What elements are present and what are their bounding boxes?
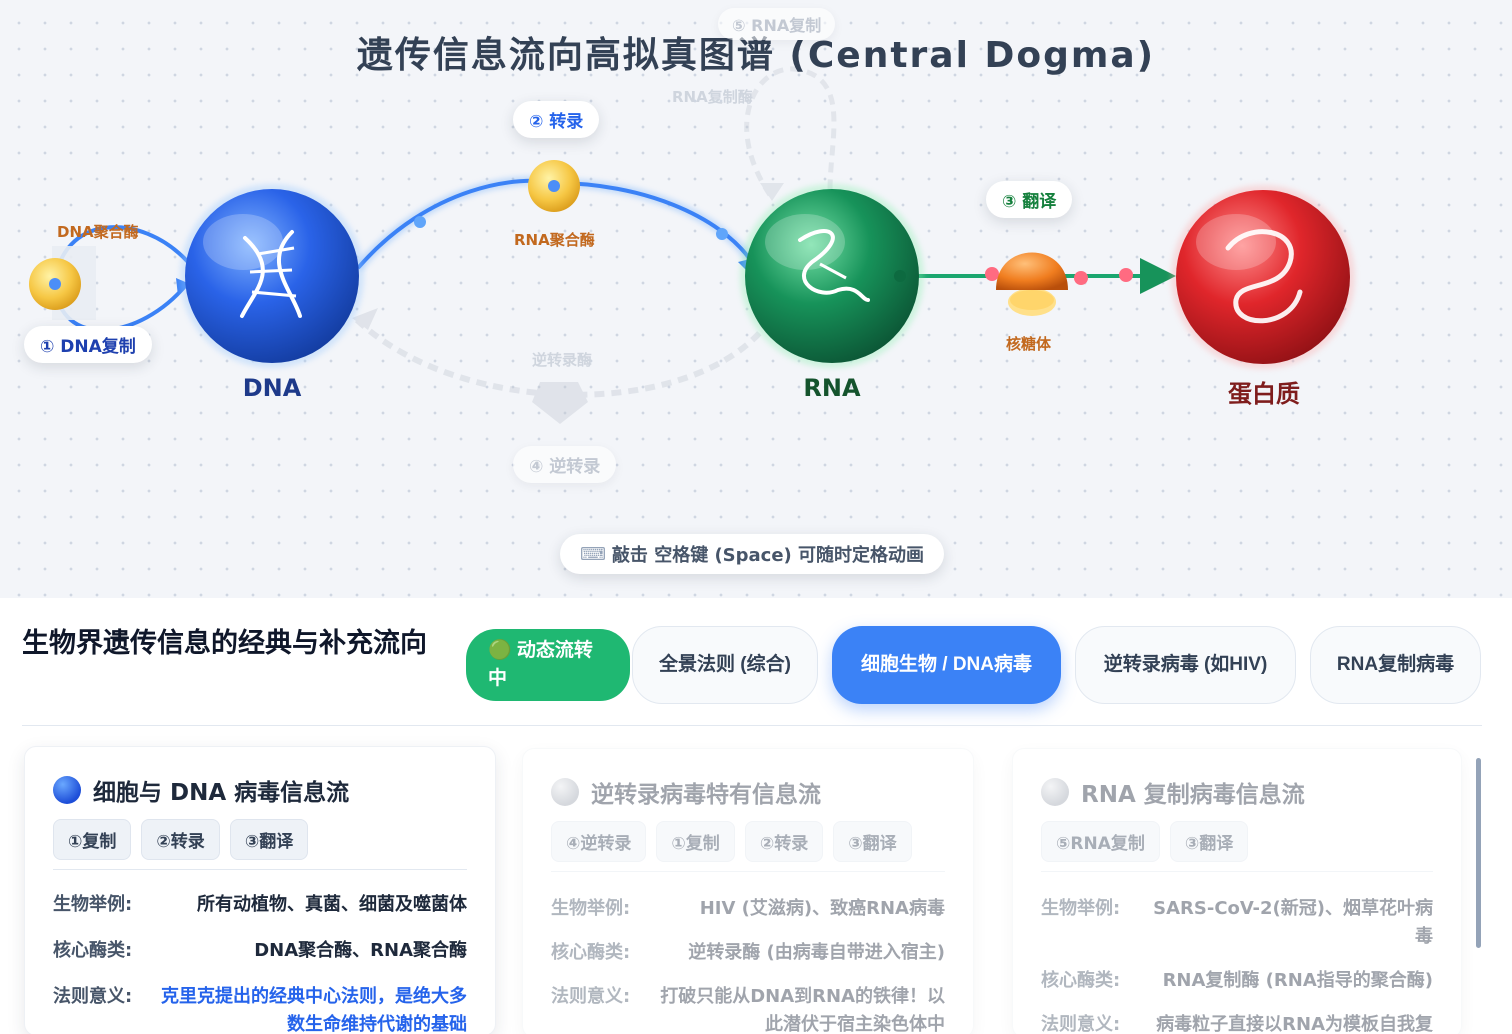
central-dogma-diagram <box>29 66 1355 424</box>
blue-dot-icon <box>53 776 81 804</box>
keyboard-icon: ⌨ <box>579 543 606 565</box>
chip-replication: ①复制 <box>656 821 735 862</box>
card-cell-dna-virus: 细胞与 DNA 病毒信息流 ①复制 ②转录 ③翻译 生物举例: 所有动植物、真菌… <box>24 746 496 1034</box>
tab-animation-status[interactable]: 🟢 动态流转中 <box>466 629 630 701</box>
section-divider <box>22 725 1482 726</box>
row-meaning: 法则意义: 病毒粒子直接以RNA为模板自我复制 <box>1041 1014 1433 1034</box>
card-title: 逆转录病毒特有信息流 <box>551 775 821 809</box>
chip-reverse-transcription: ④逆转录 <box>551 821 647 862</box>
card-divider <box>551 871 945 872</box>
rna-node-icon <box>740 184 924 368</box>
rna-replication-path <box>744 66 837 201</box>
chip-translation: ③翻译 <box>229 819 309 860</box>
rna-replicase-label: RNA复制酶 <box>672 88 753 106</box>
protein-node-icon <box>1171 185 1355 369</box>
reverse-transcription-label[interactable]: ④ 逆转录 <box>513 446 617 483</box>
chip-rna-replication: ⑤RNA复制 <box>1041 821 1160 862</box>
reverse-transcription-path <box>352 308 773 424</box>
chip-translation: ③翻译 <box>1169 821 1249 862</box>
dna-replication-label[interactable]: ① DNA复制 <box>24 326 152 363</box>
row-example: 生物举例: SARS-CoV-2(新冠)、烟草花叶病毒 <box>1041 898 1433 947</box>
row-enzyme: 核心酶类: RNA复制酶 (RNA指导的聚合酶) <box>1041 970 1433 991</box>
translation-path <box>918 252 1176 316</box>
row-enzyme: 核心酶类: DNA聚合酶、RNA聚合酶 <box>53 940 467 961</box>
chip-replication: ①复制 <box>53 819 132 860</box>
transcription-label[interactable]: ② 转录 <box>513 101 600 138</box>
protein-node-label: 蛋白质 <box>1228 380 1300 408</box>
space-key-hint: ⌨ 敲击 空格键 (Space) 可随时定格动画 <box>560 534 944 574</box>
card-divider <box>53 869 467 870</box>
process-chips: ⑤RNA复制 ③翻译 <box>1041 821 1249 862</box>
gray-dot-icon <box>551 778 579 806</box>
reverse-transcriptase-label: 逆转录酶 <box>532 351 593 369</box>
process-chips: ①复制 ②转录 ③翻译 <box>53 819 309 860</box>
transcription-path <box>354 160 756 272</box>
page-title: 遗传信息流向高拟真图谱 (Central Dogma) <box>356 35 1156 76</box>
diagram-stage: 遗传信息流向高拟真图谱 (Central Dogma) ⑤ RNA复制 RNA复… <box>0 0 1512 598</box>
card-title: 细胞与 DNA 病毒信息流 <box>53 773 349 807</box>
row-meaning: 法则意义: 克里克提出的经典中心法则，是绝大多数生命维持代谢的基础 <box>53 986 467 1034</box>
dna-node-label: DNA <box>242 374 302 402</box>
section-title: 生物界遗传信息的经典与补充流向 <box>22 628 427 659</box>
chip-translation: ③翻译 <box>833 821 912 862</box>
row-meaning: 法则意义: 打破只能从DNA到RNA的铁律！以此潜伏于宿主染色体中 <box>551 986 945 1034</box>
cards-scrollbar[interactable] <box>1476 758 1481 948</box>
chip-transcription: ②转录 <box>744 821 824 862</box>
info-panel: 生物界遗传信息的经典与补充流向 🟢 动态流转中 全景法则 (综合) 细胞生物 /… <box>0 598 1512 1034</box>
translation-label[interactable]: ③ 翻译 <box>986 181 1073 218</box>
tab-cell-dna-virus[interactable]: 细胞生物 / DNA病毒 <box>832 626 1061 704</box>
row-example: 生物举例: HIV (艾滋病)、致癌RNA病毒 <box>551 898 945 919</box>
row-enzyme: 核心酶类: 逆转录酶 (由病毒自带进入宿主) <box>551 942 945 963</box>
card-rna-virus: RNA 复制病毒信息流 ⑤RNA复制 ③翻译 生物举例: SARS-CoV-2(… <box>1012 748 1462 1034</box>
tab-overview[interactable]: 全景法则 (综合) <box>632 626 818 704</box>
rna-polymerase-label: RNA聚合酶 <box>514 231 595 249</box>
ribosome-icon <box>996 252 1068 316</box>
card-retrovirus: 逆转录病毒特有信息流 ④逆转录 ①复制 ②转录 ③翻译 生物举例: HIV (艾… <box>522 748 974 1034</box>
tab-retrovirus[interactable]: 逆转录病毒 (如HIV) <box>1075 626 1296 704</box>
process-chips: ④逆转录 ①复制 ②转录 ③翻译 <box>551 821 912 862</box>
space-key-hint-text: 敲击 空格键 (Space) 可随时定格动画 <box>611 545 925 566</box>
row-example: 生物举例: 所有动植物、真菌、细菌及噬菌体 <box>53 894 467 915</box>
card-divider <box>1041 871 1433 872</box>
dna-node-icon <box>180 184 364 368</box>
rna-node-label: RNA <box>803 374 861 402</box>
gray-dot-icon <box>1041 778 1069 806</box>
dna-polymerase-label: DNA聚合酶 <box>57 223 139 241</box>
tab-rna-virus[interactable]: RNA复制病毒 <box>1310 626 1481 704</box>
chip-transcription: ②转录 <box>141 819 220 860</box>
rna-replication-label[interactable]: ⑤ RNA复制 <box>718 8 836 40</box>
card-title: RNA 复制病毒信息流 <box>1041 775 1305 809</box>
ribosome-label: 核糖体 <box>1006 335 1052 353</box>
dna-replication-path <box>29 225 190 333</box>
